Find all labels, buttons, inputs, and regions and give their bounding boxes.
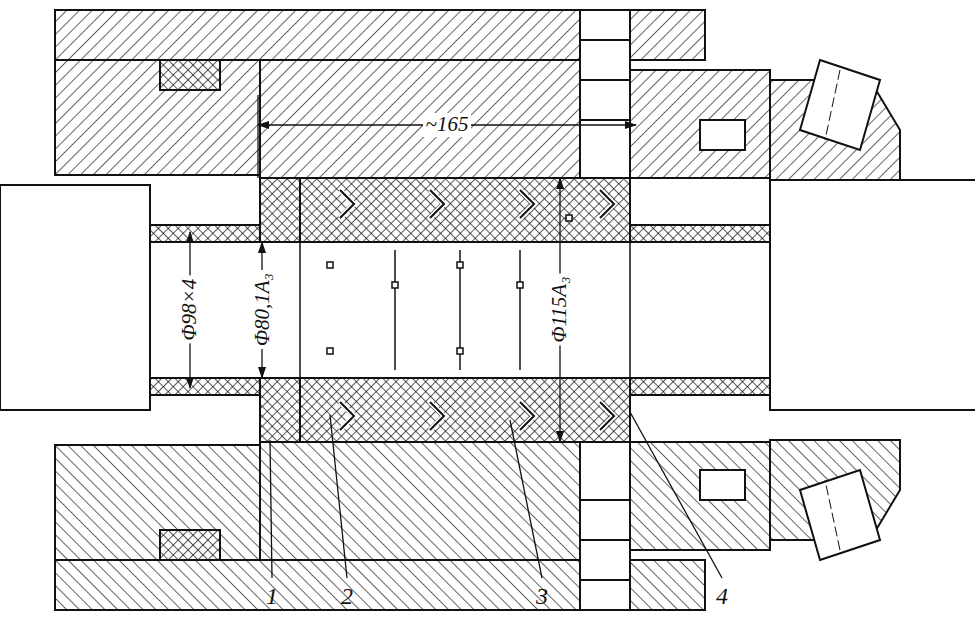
dimension-diameter: Φ98×4 bbox=[178, 276, 201, 344]
dimension-diameter: Φ115A₃ bbox=[548, 274, 571, 346]
dimension-diameter: Φ80,1A₃ bbox=[250, 271, 273, 350]
callout-number: 2 bbox=[338, 583, 356, 609]
callout-number: 1 bbox=[263, 583, 281, 609]
callout-number: 4 bbox=[713, 583, 731, 609]
callout-number: 3 bbox=[533, 583, 551, 609]
dimension-length: ~165 bbox=[423, 113, 472, 136]
